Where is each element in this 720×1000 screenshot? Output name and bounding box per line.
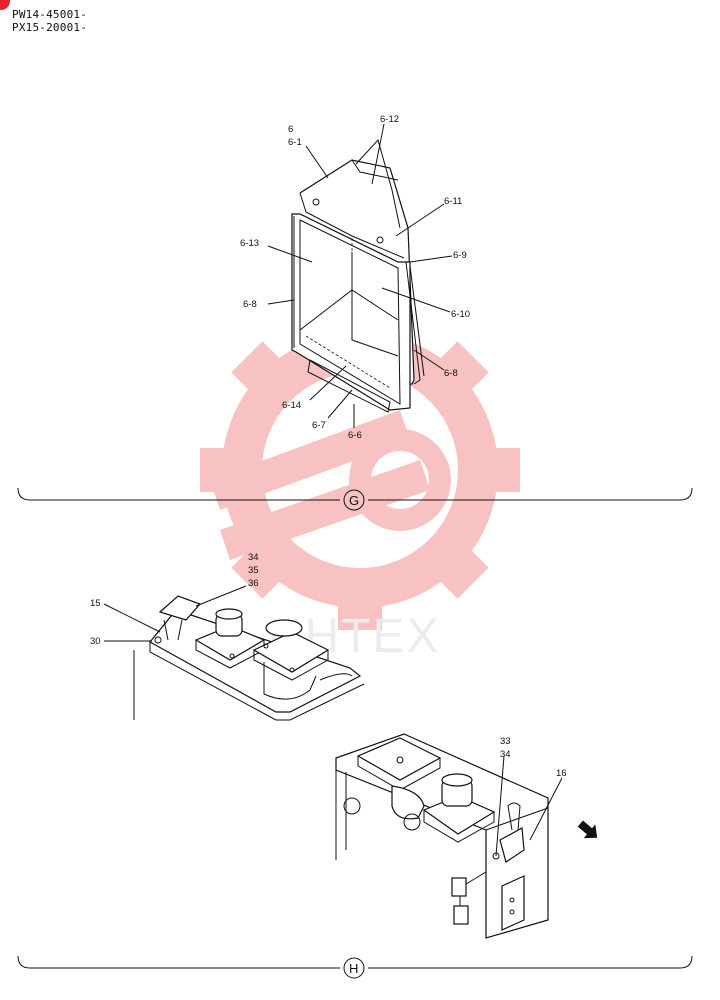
callout-h-35: 35 xyxy=(248,565,259,576)
callout-g-6-9: 6-9 xyxy=(453,250,467,261)
shroud-assembly-drawing xyxy=(291,138,425,413)
callout-h-16: 16 xyxy=(556,768,567,779)
callout-h-33: 33 xyxy=(500,736,511,747)
callout-h-30: 30 xyxy=(90,636,101,647)
callout-g-6-14: 6-14 xyxy=(282,400,301,411)
corner-dot-icon xyxy=(0,0,10,10)
callout-g-6-12: 6-12 xyxy=(380,114,399,125)
section-letter-h: H xyxy=(349,961,358,976)
callout-g-6-1: 6-1 xyxy=(288,137,302,148)
leader-lines-g xyxy=(267,123,453,428)
callouts-h2: 33 34 16 xyxy=(500,736,567,779)
callout-g-6-8-left: 6-8 xyxy=(243,299,257,310)
callout-h-15: 15 xyxy=(90,598,101,609)
callout-g-6-8-right: 6-8 xyxy=(444,368,458,379)
leader-lines-h1 xyxy=(103,585,247,642)
callout-g-6-7: 6-7 xyxy=(312,420,326,431)
callout-h-34: 34 xyxy=(248,552,259,563)
leader-lines-h2 xyxy=(495,755,563,857)
callout-g-6: 6 xyxy=(288,124,293,135)
callouts-g: 6 6-1 6-12 6-11 6-9 6-13 6-8 6-10 6-8 6-… xyxy=(240,114,470,441)
direction-arrow-icon xyxy=(577,820,598,839)
callout-g-6-13: 6-13 xyxy=(240,238,259,249)
section-separator-h: H xyxy=(17,955,693,979)
callout-g-6-11: 6-11 xyxy=(444,196,462,207)
serial-range-1: PW14-45001- xyxy=(12,8,88,21)
callouts-h1: 34 35 36 15 30 xyxy=(90,552,259,647)
bracket-detail-drawing-2 xyxy=(335,733,549,939)
serial-range-2: PX15-20001- xyxy=(12,21,88,34)
section-letter-g: G xyxy=(349,493,359,508)
bracket-detail-drawing-1 xyxy=(133,595,365,721)
callout-h-34b: 34 xyxy=(500,749,511,760)
callout-g-6-10: 6-10 xyxy=(451,309,470,320)
callout-g-6-6: 6-6 xyxy=(348,430,362,441)
callout-h-36: 36 xyxy=(248,578,259,589)
section-separator-g: G xyxy=(17,487,693,511)
